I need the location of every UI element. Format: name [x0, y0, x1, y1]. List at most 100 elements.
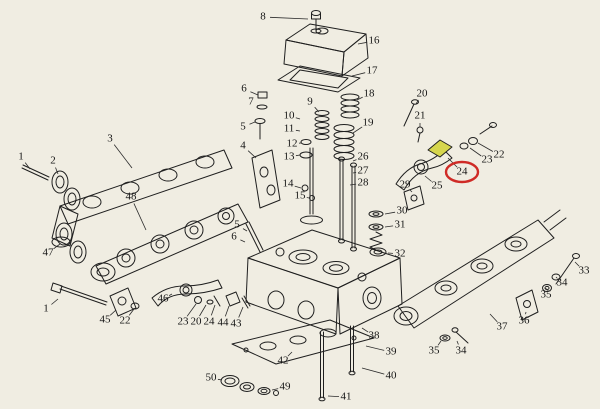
leader-line-17: [351, 72, 366, 77]
part-intake-manifold: [51, 149, 233, 248]
callout-21: 21: [414, 109, 426, 122]
callout-5: 5: [234, 218, 240, 231]
part-head-stud-left: [245, 221, 264, 253]
callout-2: 2: [50, 154, 56, 167]
leader-line-11: [295, 129, 301, 132]
leader-line-1: [51, 298, 59, 305]
callout-38: 38: [368, 329, 380, 342]
callout-19: 19: [362, 116, 374, 129]
leader-line-22: [128, 308, 135, 316]
leader-line-5: [242, 228, 248, 232]
part-seal-stack: [368, 210, 387, 257]
leader-line-9: [314, 106, 320, 113]
part-top-hardware: [254, 91, 268, 140]
leader-line-34: [555, 276, 558, 279]
leader-line-13: [295, 154, 301, 157]
leader-line-47: [53, 243, 61, 250]
callout-48: 48: [125, 190, 137, 203]
leader-line-23: [186, 303, 197, 317]
leader-line-26: [352, 159, 357, 162]
leader-line-14: [294, 185, 302, 189]
callout-39: 39: [385, 345, 397, 358]
leader-line-19: [352, 126, 363, 134]
callout-27: 27: [357, 164, 369, 177]
leader-line-6: [250, 91, 259, 96]
callout-9: 9: [307, 95, 313, 108]
part-head-studs: [318, 325, 356, 402]
part-manifold-gaskets: [21, 164, 87, 264]
callout-35: 35: [428, 344, 440, 357]
callout-5: 5: [240, 120, 246, 133]
callout-42: 42: [277, 354, 289, 367]
callout-40: 40: [385, 369, 397, 382]
leader-line-38: [361, 327, 369, 333]
leader-line-23: [469, 147, 482, 157]
leader-line-18: [356, 96, 363, 101]
leader-line-20: [415, 99, 419, 105]
leader-line-35: [437, 340, 442, 346]
part-core-plugs: [220, 375, 279, 396]
part-pipe-mounting: [439, 253, 580, 344]
callout-45: 45: [99, 313, 111, 326]
callout-35: 35: [540, 288, 552, 301]
leader-line-48: [133, 203, 147, 231]
callout-49: 49: [279, 380, 291, 393]
part-exhaust-manifold: [90, 203, 249, 285]
parts-linework: [21, 10, 580, 402]
leader-line-28: [349, 183, 357, 186]
callout-37: 37: [496, 320, 508, 333]
leader-line-25: [424, 175, 432, 182]
leader-line-16: [357, 41, 368, 45]
callout-12: 12: [286, 137, 298, 150]
callout-24: 24: [203, 315, 215, 328]
leader-line-24: [447, 157, 458, 168]
callout-1: 1: [43, 302, 49, 315]
leader-line-2: [55, 167, 59, 175]
part-rocker-lower-group: [50, 279, 251, 317]
leader-line-31: [384, 225, 394, 228]
callout-22: 22: [493, 148, 505, 161]
leader-line-4: [247, 150, 257, 159]
callout-23: 23: [177, 315, 189, 328]
leader-line-5: [249, 121, 256, 125]
callout-23: 23: [481, 153, 493, 166]
leader-line-3: [113, 144, 133, 169]
leader-line-24: [210, 304, 216, 316]
leader-line-45: [109, 309, 117, 316]
leader-line-20: [199, 304, 207, 317]
callout-3: 3: [107, 132, 113, 145]
callout-13: 13: [283, 150, 295, 163]
callout-6: 6: [241, 82, 247, 95]
leader-line-8: [269, 16, 309, 20]
callout-34: 34: [455, 344, 467, 357]
callout-43: 43: [230, 317, 242, 330]
callout-11: 11: [283, 122, 295, 135]
callout-6: 6: [231, 230, 237, 243]
callout-31: 31: [394, 218, 406, 231]
leader-line-27: [352, 172, 357, 174]
callout-4: 4: [240, 139, 246, 152]
leader-line-41: [327, 395, 340, 397]
callout-28: 28: [357, 176, 369, 189]
leader-lines: [24, 16, 580, 397]
leader-line-10: [295, 117, 301, 120]
leader-line-44: [224, 305, 230, 317]
part-rocker-adjuster-highlighted: [427, 139, 453, 158]
leader-line-33: [574, 261, 580, 267]
callout-44: 44: [217, 316, 229, 329]
leader-line-46: [168, 293, 173, 296]
callout-20: 20: [416, 87, 428, 100]
callout-47: 47: [42, 246, 54, 259]
leader-line-15: [306, 197, 310, 199]
callout-29: 29: [399, 178, 411, 191]
part-side-plate: [251, 149, 281, 209]
leader-line-39: [365, 345, 385, 351]
callout-25: 25: [431, 179, 443, 192]
callout-16: 16: [368, 34, 380, 47]
callout-33: 33: [578, 264, 590, 277]
callout-36: 36: [518, 314, 530, 327]
part-valve-springs: [314, 93, 360, 160]
leader-line-7: [256, 105, 259, 107]
